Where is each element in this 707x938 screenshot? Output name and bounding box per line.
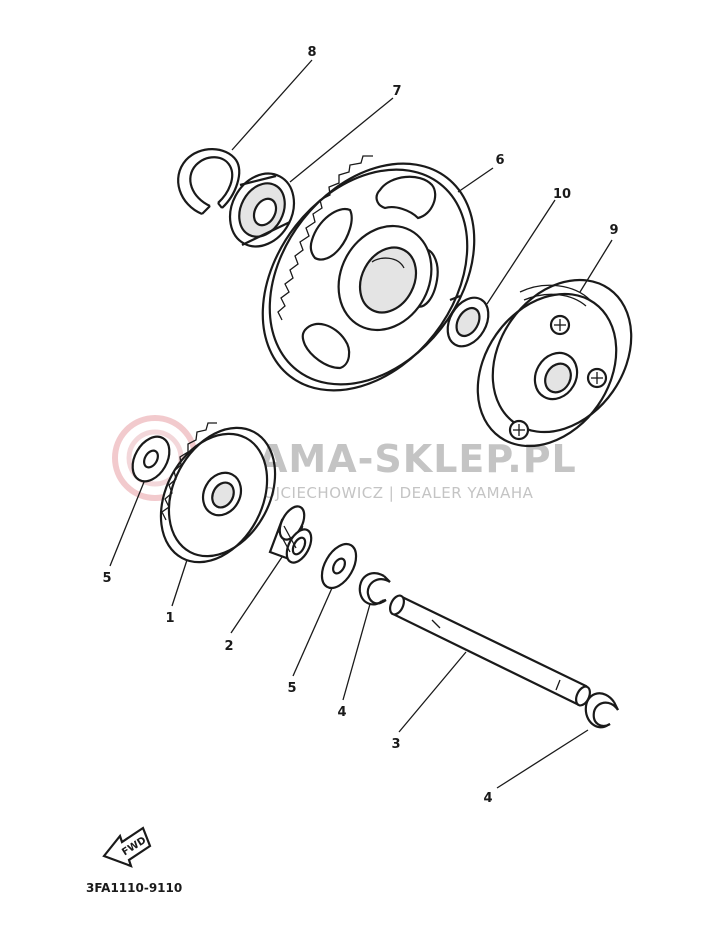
leader-8 <box>231 59 313 151</box>
part-4-circlip-lower <box>584 692 619 729</box>
callout-5-lower: 5 <box>287 681 296 696</box>
leader-7 <box>289 97 394 183</box>
leader-lines <box>109 59 613 789</box>
leader-4a <box>342 603 371 701</box>
leader-6 <box>457 167 494 193</box>
callout-3: 3 <box>391 737 400 752</box>
part-2-needle-bearing <box>268 505 313 564</box>
screw-icon <box>508 419 530 441</box>
screw-icon <box>549 314 571 336</box>
screw-icon <box>586 367 608 389</box>
part-3-shaft <box>389 594 591 707</box>
part-9-starter-clutch <box>476 278 633 448</box>
diagram-code: 3FA1110-9110 <box>86 881 182 895</box>
part-7-bearing <box>228 172 296 248</box>
callout-1: 1 <box>165 611 174 626</box>
callout-5-upper: 5 <box>102 571 111 586</box>
callout-2: 2 <box>224 639 233 654</box>
part-10-washer <box>446 294 490 348</box>
callout-4-lower: 4 <box>483 791 492 806</box>
part-5-washer-upper <box>131 435 171 483</box>
leader-4b <box>496 729 589 789</box>
watermark: AMA-SKLEP.PL WOJCIECHOWICZ | DEALER YAMA… <box>112 415 577 502</box>
watermark-subtitle: WOJCIECHOWICZ | DEALER YAMAHA <box>248 484 534 502</box>
callout-10: 10 <box>553 187 571 202</box>
part-1-idle-gear <box>159 422 277 564</box>
leader-10 <box>486 199 556 305</box>
leader-1 <box>171 559 188 607</box>
callout-9: 9 <box>609 223 618 238</box>
callout-6: 6 <box>495 153 504 168</box>
callout-8: 8 <box>307 45 316 60</box>
fwd-arrow-icon: FWD <box>102 826 152 868</box>
part-6-starter-wheel-gear <box>261 155 476 392</box>
leader-3 <box>398 651 467 733</box>
callout-4-upper: 4 <box>337 705 346 720</box>
leader-9 <box>579 239 613 293</box>
callout-7: 7 <box>392 84 401 99</box>
part-5-washer-lower <box>320 542 358 590</box>
leader-5b <box>292 587 333 677</box>
leader-2 <box>230 556 283 634</box>
leader-5a <box>109 481 145 567</box>
callouts: 8 7 6 10 9 5 1 2 5 4 3 4 <box>102 45 618 806</box>
part-4-circlip-upper <box>358 572 391 606</box>
watermark-title: AMA-SKLEP.PL <box>258 437 577 481</box>
part-8-circlip <box>177 148 241 216</box>
